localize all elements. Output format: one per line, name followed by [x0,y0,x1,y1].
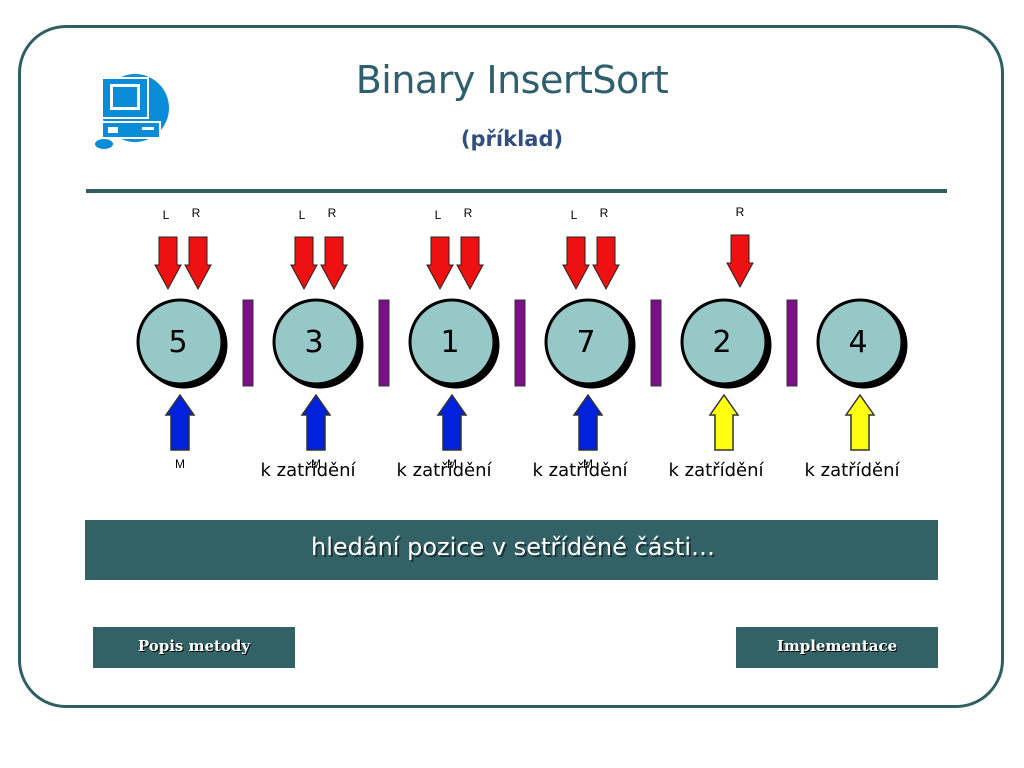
popis-metody-button[interactable]: Popis metody [93,627,297,670]
left-pointer-arrow [562,236,590,291]
array-element-circle [544,298,632,386]
left-pointer-label: L [435,208,442,222]
array-element-circle [816,298,904,386]
middle-pointer-arrow [436,393,468,451]
slide-title: Binary InsertSort [355,58,669,102]
partition-separator [514,299,526,387]
insert-marker-arrow [708,393,740,451]
array-element-value: 7 [576,325,595,360]
array-element-circle [272,298,360,386]
left-pointer-arrow [290,236,318,291]
array-element-value: 5 [168,325,187,360]
popis-metody-label: Popis metody [137,637,251,655]
array-element-circle [680,298,768,386]
right-pointer-arrow [726,234,754,289]
unsorted-caption: k zatřídění [669,460,765,481]
unsorted-caption: k zatřídění [805,460,901,481]
array-element-value: 4 [848,325,867,360]
array-element-value: 2 [712,325,731,360]
right-pointer-label: R [736,205,745,219]
right-pointer-arrow [320,236,348,291]
right-pointer-label: R [464,206,473,220]
left-pointer-arrow [154,236,182,291]
computer-icon [95,74,169,149]
partition-separator [650,299,662,387]
right-pointer-label: R [192,206,201,220]
right-pointer-label: R [328,206,337,220]
array-element-circle [136,298,224,386]
right-pointer-arrow [456,236,484,291]
title-divider [86,189,947,193]
left-pointer-label: L [571,208,578,222]
right-pointer-arrow [592,236,620,291]
right-pointer-label: R [600,206,609,220]
middle-pointer-label: M [175,457,185,471]
middle-pointer-label: M [583,457,593,471]
unsorted-caption: k zatřídění [533,460,629,481]
middle-pointer-arrow [300,393,332,451]
right-pointer-arrow [184,236,212,291]
partition-separator [242,299,254,387]
partition-separator [378,299,390,387]
insert-marker-arrow [844,393,876,451]
unsorted-caption: k zatřídění [397,460,493,481]
info-banner: hledání pozice v setříděné části… [85,517,941,580]
middle-pointer-arrow [164,393,196,451]
slide-subtitle: (příklad) [460,127,564,151]
array-element-value: 1 [440,325,459,360]
middle-pointer-arrow [572,393,604,451]
implementace-button[interactable]: Implementace [736,627,940,670]
left-pointer-label: L [163,208,170,222]
slide-frame [18,25,1004,708]
unsorted-caption: k zatřídění [261,460,357,481]
insertion-sort-diagram: L R 5M L R 3Mk zatřídění L R 1Mk zatřídění L R 7Mk … [136,205,904,481]
left-pointer-label: L [299,208,306,222]
middle-pointer-label: M [447,457,457,471]
implementace-label: Implementace [776,637,898,655]
array-element-value: 3 [304,325,323,360]
middle-pointer-label: M [311,457,321,471]
banner-text: hledání pozice v setříděné části… [310,533,715,561]
left-pointer-arrow [426,236,454,291]
partition-separator [786,299,798,387]
array-element-circle [408,298,496,386]
